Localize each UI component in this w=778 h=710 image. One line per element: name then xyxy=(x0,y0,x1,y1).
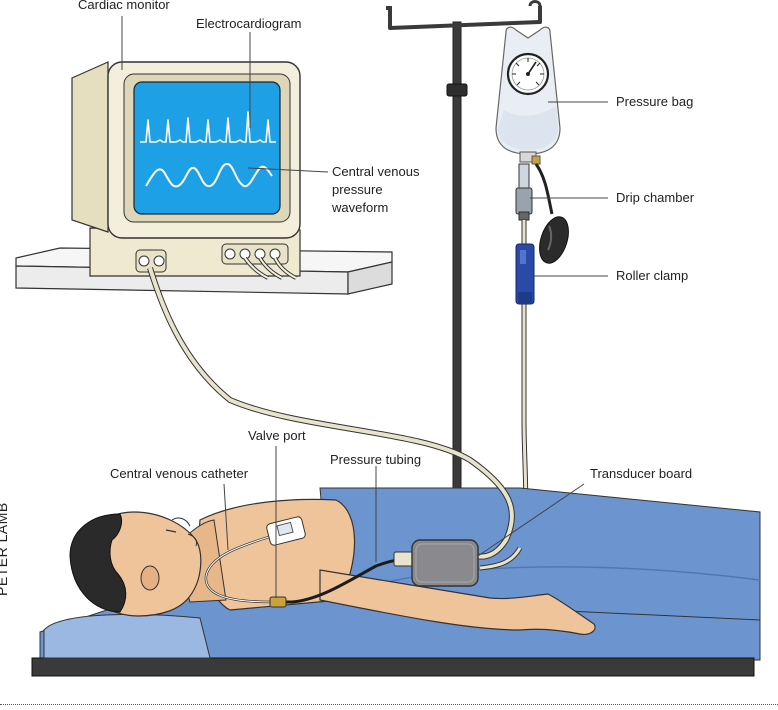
label-electrocardiogram: Electrocardiogram xyxy=(196,16,302,31)
cardiac-monitor xyxy=(71,61,301,280)
label-pressure-tubing: Pressure tubing xyxy=(330,452,422,467)
label-drip-chamber: Drip chamber xyxy=(616,190,695,205)
patient xyxy=(69,498,596,635)
inflation-bulb xyxy=(539,216,569,264)
ecg-trace xyxy=(140,111,276,143)
valve-port xyxy=(269,596,287,608)
label-transducer-board: Transducer board xyxy=(590,466,693,481)
label-cvp-waveform-3: waveform xyxy=(332,200,389,215)
monitor-screen xyxy=(133,81,281,215)
pressure-tubing xyxy=(269,551,415,608)
label-cardiac-monitor: Cardiac monitor xyxy=(78,0,170,12)
leader-lines xyxy=(121,16,608,598)
drip-chamber xyxy=(515,163,569,264)
label-cvp-waveform-2: pressure xyxy=(332,182,383,197)
iv-pole xyxy=(386,0,542,503)
illustrator-credit: PETER LAMB xyxy=(0,502,10,596)
label-central-venous-catheter: Central venous catheter xyxy=(110,466,249,481)
bottom-dotted-rule xyxy=(0,704,778,705)
label-cvp-waveform-1: Central venous xyxy=(332,164,420,179)
cvp-waveform-trace xyxy=(145,162,273,188)
label-pressure-bag: Pressure bag xyxy=(616,94,694,109)
label-roller-clamp: Roller clamp xyxy=(616,268,689,283)
label-valve-port: Valve port xyxy=(248,428,306,443)
transducer-assembly xyxy=(147,267,523,587)
transducer-board xyxy=(411,539,479,587)
pressure-bag xyxy=(495,26,561,165)
